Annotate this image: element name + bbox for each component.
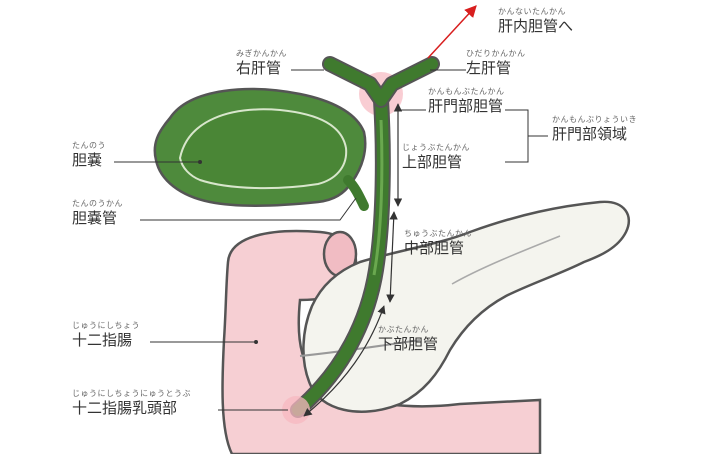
label-upper-bile-duct: じょうぶたんかん 上部胆管 — [402, 144, 470, 170]
label-lower-bile-duct: かぶたんかん 下部胆管 — [378, 326, 438, 352]
label-hilar-region: かんもんぶりょういき 肝門部領域 — [552, 116, 637, 142]
text-intrahepatic: 肝内胆管へ — [498, 19, 573, 34]
text-middle-bile-duct: 中部胆管 — [404, 241, 472, 256]
reading-right-hepatic: みぎかんかん — [236, 50, 287, 58]
text-duodenum: 十二指腸 — [72, 333, 140, 348]
text-papilla: 十二指腸乳頭部 — [72, 401, 191, 416]
label-hilar-bile-duct: かんもんぶたんかん 肝門部胆管 — [428, 88, 505, 114]
reading-intrahepatic: かんないたんかん — [498, 8, 573, 16]
label-left-hepatic: ひだりかんかん 左肝管 — [466, 50, 526, 76]
label-papilla: じゅうにしちょうにゅうとうぶ 十二指腸乳頭部 — [72, 390, 191, 416]
text-hilar-bile-duct: 肝門部胆管 — [428, 99, 505, 114]
reading-lower-bile-duct: かぶたんかん — [378, 326, 438, 334]
text-lower-bile-duct: 下部胆管 — [378, 337, 438, 352]
hilar-region-bracket — [505, 110, 528, 162]
text-left-hepatic: 左肝管 — [466, 61, 526, 76]
label-cystic-duct: たんのうかん 胆嚢管 — [72, 200, 123, 226]
reading-left-hepatic: ひだりかんかん — [466, 50, 526, 58]
text-upper-bile-duct: 上部胆管 — [402, 155, 470, 170]
reading-gallbladder: たんのう — [72, 142, 106, 150]
label-right-hepatic: みぎかんかん 右肝管 — [236, 50, 287, 76]
text-hilar-region: 肝門部領域 — [552, 127, 637, 142]
reading-duodenum: じゅうにしちょう — [72, 322, 140, 330]
text-right-hepatic: 右肝管 — [236, 61, 287, 76]
reading-cystic-duct: たんのうかん — [72, 200, 123, 208]
reading-middle-bile-duct: ちゅうぶたんかん — [404, 230, 472, 238]
reading-hilar-bile-duct: かんもんぶたんかん — [428, 88, 505, 96]
label-middle-bile-duct: ちゅうぶたんかん 中部胆管 — [404, 230, 472, 256]
text-gallbladder: 胆嚢 — [72, 153, 106, 168]
label-duodenum: じゅうにしちょう 十二指腸 — [72, 322, 140, 348]
reading-papilla: じゅうにしちょうにゅうとうぶ — [72, 390, 191, 398]
reading-hilar-region: かんもんぶりょういき — [552, 116, 637, 124]
cystic-duct — [348, 180, 364, 206]
label-gallbladder: たんのう 胆嚢 — [72, 142, 106, 168]
reading-upper-bile-duct: じょうぶたんかん — [402, 144, 470, 152]
text-cystic-duct: 胆嚢管 — [72, 211, 123, 226]
label-intrahepatic: かんないたんかん 肝内胆管へ — [498, 8, 573, 34]
